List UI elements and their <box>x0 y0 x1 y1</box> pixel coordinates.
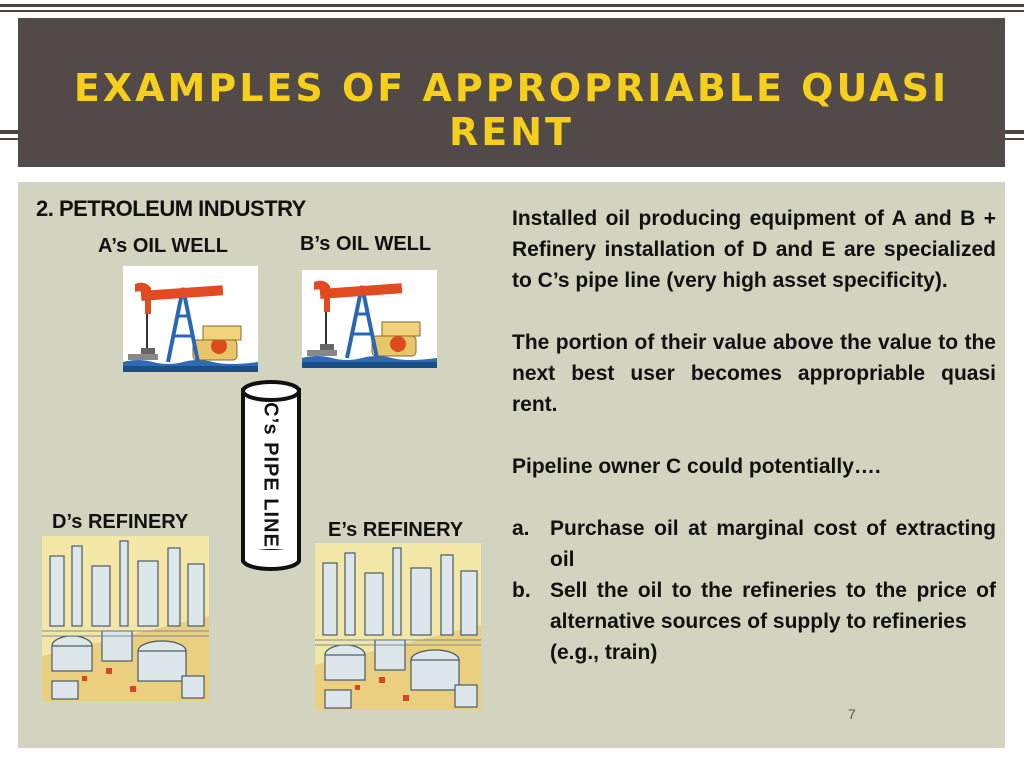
paragraph-pipeline-owner: Pipeline owner C could potentially…. <box>512 455 881 478</box>
title-bar: EXAMPLES OF APPROPRIABLE QUASI RENT <box>18 18 1005 167</box>
section-title: 2. PETROLEUM INDUSTRY <box>36 196 306 221</box>
top-rule-thin <box>0 10 1024 12</box>
paragraph-quasi-rent: The portion of their value above the val… <box>512 331 996 416</box>
list-marker: b. <box>512 579 531 602</box>
list-item: a. Purchase oil at marginal cost of extr… <box>512 513 996 575</box>
a-oil-well-label: A’s OIL WELL <box>98 235 229 257</box>
d-refinery-label: D’s REFINERY <box>52 511 189 533</box>
pipeline-icon <box>241 380 301 571</box>
refinery-icon <box>315 543 481 710</box>
e-refinery-label: E’s REFINERY <box>328 519 464 541</box>
slide-title: EXAMPLES OF APPROPRIABLE QUASI RENT <box>73 66 950 154</box>
list-text: Purchase oil at marginal cost of extract… <box>550 517 996 571</box>
refinery-icon <box>42 536 209 701</box>
list-item: b. Sell the oil to the refineries to the… <box>512 575 996 637</box>
b-oil-well-label: B’s OIL WELL <box>300 233 432 255</box>
oil-pump-icon <box>302 270 437 368</box>
list-text: Sell the oil to the refineries to the pr… <box>550 579 996 633</box>
list-tail-text: (e.g., train) <box>550 641 658 664</box>
top-rule <box>0 4 1024 7</box>
list-marker: a. <box>512 517 530 540</box>
page-number: 7 <box>848 706 856 722</box>
pipeline-label: C’s PIPE LINE <box>259 402 282 548</box>
list-item-continuation: (e.g., train) <box>512 637 996 668</box>
body-text: Installed oil producing equipment of A a… <box>512 203 996 668</box>
oil-pump-icon <box>123 266 258 372</box>
paragraph-asset-specificity: Installed oil producing equipment of A a… <box>512 207 996 292</box>
